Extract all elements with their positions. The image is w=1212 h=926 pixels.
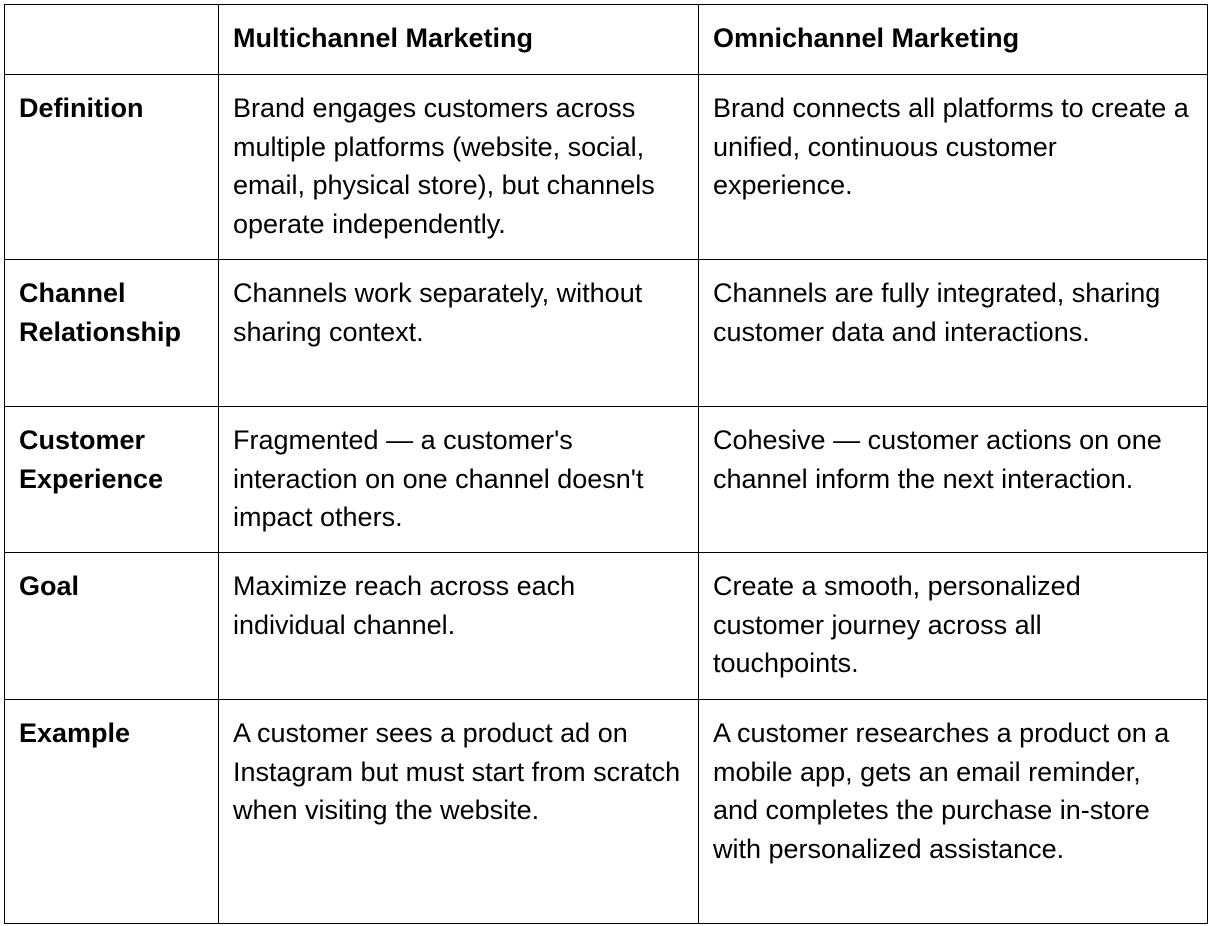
omnichannel-cell: Brand connects all platforms to create a… [698,74,1208,260]
row-label: Example [4,699,219,924]
row-label: Goal [4,552,219,700]
row-label: Definition [4,74,219,260]
table-row: Goal Maximize reach across each individu… [4,552,1208,700]
header-cell-empty [4,4,219,75]
omnichannel-cell: Channels are fully integrated, sharing c… [698,259,1208,407]
omnichannel-cell: A customer researches a product on a mob… [698,699,1208,924]
omnichannel-cell: Cohesive — customer actions on one chann… [698,406,1208,553]
table-row: Customer Experience Fragmented — a custo… [4,406,1208,553]
multichannel-cell: Brand engages customers across multiple … [218,74,699,260]
multichannel-cell: Channels work separately, without sharin… [218,259,699,407]
header-cell-multichannel: Multichannel Marketing [218,4,699,75]
header-cell-omnichannel: Omnichannel Marketing [698,4,1208,75]
multichannel-cell: Maximize reach across each individual ch… [218,552,699,700]
table-row: Channel Relationship Channels work separ… [4,259,1208,407]
table-row: Definition Brand engages customers acros… [4,74,1208,260]
row-label: Channel Relationship [4,259,219,407]
omnichannel-cell: Create a smooth, personalized customer j… [698,552,1208,700]
multichannel-cell: A customer sees a product ad on Instagra… [218,699,699,924]
comparison-table: Multichannel Marketing Omnichannel Marke… [4,4,1208,924]
row-label: Customer Experience [4,406,219,553]
header-row: Multichannel Marketing Omnichannel Marke… [4,4,1208,75]
multichannel-cell: Fragmented — a customer's interaction on… [218,406,699,553]
table-row: Example A customer sees a product ad on … [4,699,1208,924]
